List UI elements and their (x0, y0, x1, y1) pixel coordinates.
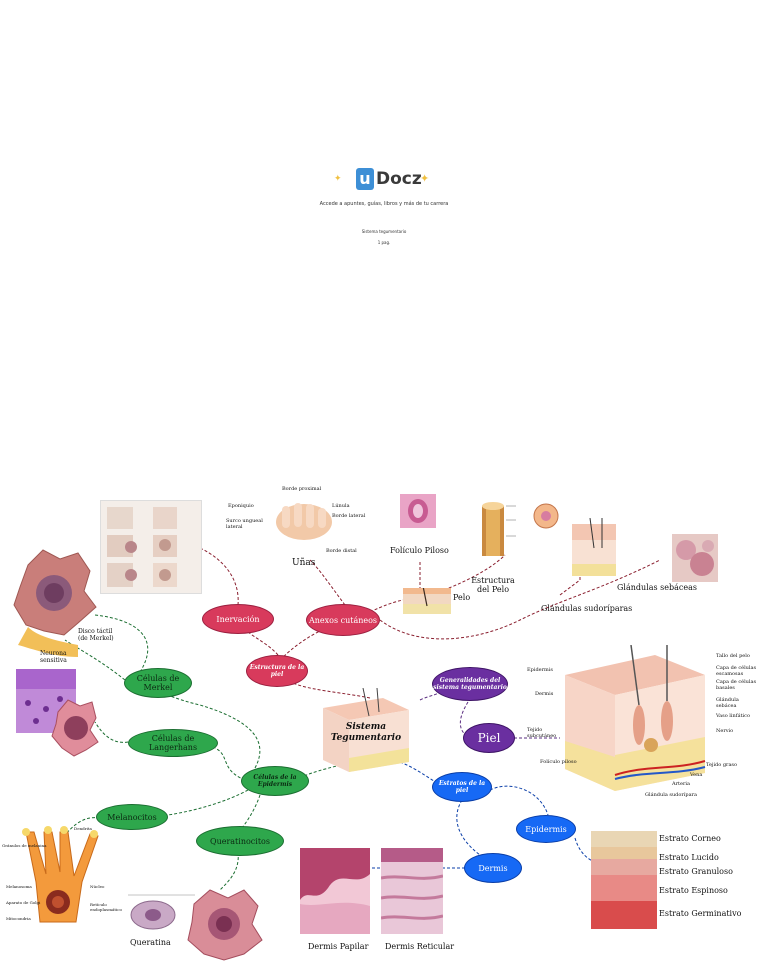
melanocyte-label-nucleo: Núcleo (90, 884, 105, 889)
skin-label-capa-escamosas: Capa de células escamosas (716, 665, 757, 677)
node-estratos-piel[interactable]: Estratos de la piel (432, 772, 492, 802)
link-estratos-dermis (456, 799, 481, 856)
node-epidermis[interactable]: Epidermis (516, 815, 576, 843)
skin-label-tejido-graso: Tejido graso (706, 762, 738, 768)
langerhans-cell-image (50, 696, 100, 758)
link-langerhans-image (94, 721, 129, 743)
link-celulas-queratinocitos (239, 794, 261, 831)
nail-label-eponiquio: Eponiquio (228, 503, 254, 509)
node-generalidades[interactable]: Generalidades del sistema tegumentario (432, 667, 508, 701)
nail-label-lunula: Lúnula (332, 503, 350, 509)
doc-title: Sistema tegumentario (361, 229, 407, 234)
logo-text: Docz (376, 169, 422, 189)
dermis-reticular-image (381, 848, 443, 934)
estratos-epidermis-image (591, 831, 657, 929)
label-neurona: Neurona sensitiva (40, 650, 67, 664)
piel-corte-image (555, 645, 715, 795)
queratina-image (126, 895, 180, 935)
cover-page: ✦ u Docz ✦ Accede a apuntes, guías, libr… (0, 0, 768, 460)
melanocito-image (6, 822, 116, 934)
center-title: Sistema Tegumentario (330, 722, 402, 743)
nail-label-borde-proximal: Borde proximal (282, 486, 322, 492)
node-queratinocitos[interactable]: Queratinocitos (196, 826, 284, 856)
skin-label-arteria: Arteria (672, 781, 690, 787)
node-inervacion[interactable]: Inervación (202, 604, 274, 634)
skin-label-capa-basales: Capa de células basales (716, 679, 757, 691)
melanocyte-label-mitocondria: Mitocondria (6, 916, 31, 921)
node-dermis[interactable]: Dermis (464, 853, 522, 883)
label-glandulas-sebaceas: Glándulas sebáceas (617, 583, 697, 592)
udocz-logo[interactable]: ✦ u Docz ✦ (334, 168, 434, 196)
label-queratina: Queratina (130, 938, 171, 947)
link-merkel-cell (94, 614, 149, 673)
skin-label-tejido: Tejido subcutáneo (527, 727, 557, 739)
sistema-tegumentario-image (313, 688, 413, 774)
pelo-image (403, 588, 451, 614)
label-estrato-espinoso: Estrato Espinoso (659, 886, 728, 895)
skin-label-glandula-sebacea: Glándula sebácea (716, 697, 739, 709)
label-disco-tactil: Disco táctil (de Merkel) (78, 628, 114, 642)
node-celulas-epidermis[interactable]: Células de la Epidermis (241, 766, 309, 796)
label-pelo: Pelo (453, 593, 471, 602)
foliculo-image (400, 494, 436, 528)
node-piel[interactable]: Piel (463, 723, 515, 753)
nail-image (274, 498, 334, 544)
link-melanocitos-image (59, 817, 101, 841)
label-estructura-pelo: Estructura del Pelo (471, 576, 515, 594)
inervacion-image (100, 500, 202, 594)
skin-label-foliculo-piloso: Folículo piloso (540, 759, 577, 765)
tagline: Accede a apuntes, guías, libros y más de… (319, 201, 449, 207)
node-anexos[interactable]: Anexos cutáneos (306, 604, 380, 636)
glandula-sebacea-image (672, 534, 718, 582)
melanocyte-label-granulos: Gránulos de melanina (2, 843, 47, 848)
node-langerhans[interactable]: Células de Langerhans (128, 729, 218, 757)
node-estructura-piel[interactable]: Estructura de la piel (246, 655, 308, 687)
label-dermis-papilar: Dermis Papilar (308, 942, 369, 951)
merkel-cell-image (8, 545, 98, 663)
node-melanocitos[interactable]: Melanocitos (96, 804, 168, 830)
link-queratinocitos-image (219, 851, 239, 891)
label-estrato-corneo: Estrato Corneo (659, 834, 721, 843)
melanocyte-label-reticulo: Retículo endoplasmático (90, 902, 122, 912)
sparkle-icon: ✦ (420, 172, 430, 185)
label-estrato-granuloso: Estrato Granuloso (659, 867, 733, 876)
nail-label-borde-distal: Borde distal (326, 548, 357, 554)
link-celulas-melanocitos (167, 789, 249, 816)
label-dermis-reticular: Dermis Reticular (385, 942, 455, 951)
queratinocito-image (180, 884, 266, 964)
link-estratos-epidermis (489, 785, 549, 816)
label-estrato-lucido: Estrato Lucido (659, 853, 719, 862)
label-unas: Uñas (292, 558, 316, 568)
link-anexos-unas (309, 559, 346, 606)
link-inervacion-image (199, 547, 239, 606)
link-anexos-pelo (369, 597, 421, 613)
skin-label-epidermis: Epidermis (527, 667, 553, 673)
glandula-sudoripara-image (572, 518, 616, 578)
nail-label-surco: Surco ungueal lateral (226, 518, 263, 530)
nail-label-borde-lateral: Borde lateral (332, 513, 366, 519)
skin-label-vaso: Vaso linfático (716, 713, 750, 719)
melanocyte-label-dendrita: Dendrita (74, 826, 92, 831)
skin-label-glandula-sudoripara: Glándula sudorípara (645, 792, 697, 798)
link-celulas-langerhans (214, 747, 246, 781)
page-count: 1 pag. (377, 240, 391, 245)
label-glandulas-sudoriparas: Glándulas sudoríparas (541, 604, 633, 613)
link-merkel-image (64, 639, 126, 681)
logo-mark: u (356, 168, 374, 190)
sparkle-icon: ✦ (334, 174, 342, 184)
melanocyte-label-golgi: Aparato de Golgi (6, 900, 41, 905)
label-estrato-germinativo: Estrato Germinativo (659, 909, 742, 918)
skin-label-tallo: Tallo del pelo (716, 653, 750, 659)
skin-label-nervio: Nervio (716, 728, 734, 734)
melanocyte-label-melanosoma: Melanosoma (6, 884, 32, 889)
node-merkel[interactable]: Células de Merkel (124, 668, 192, 698)
estructura-pelo-image (478, 496, 562, 558)
link-anexos-glandulas (379, 559, 661, 640)
dermis-papilar-image (300, 848, 370, 934)
skin-label-vena: Vena (690, 772, 703, 778)
label-foliculo: Folículo Piloso (390, 546, 449, 555)
skin-label-dermis: Dermis (535, 691, 554, 697)
